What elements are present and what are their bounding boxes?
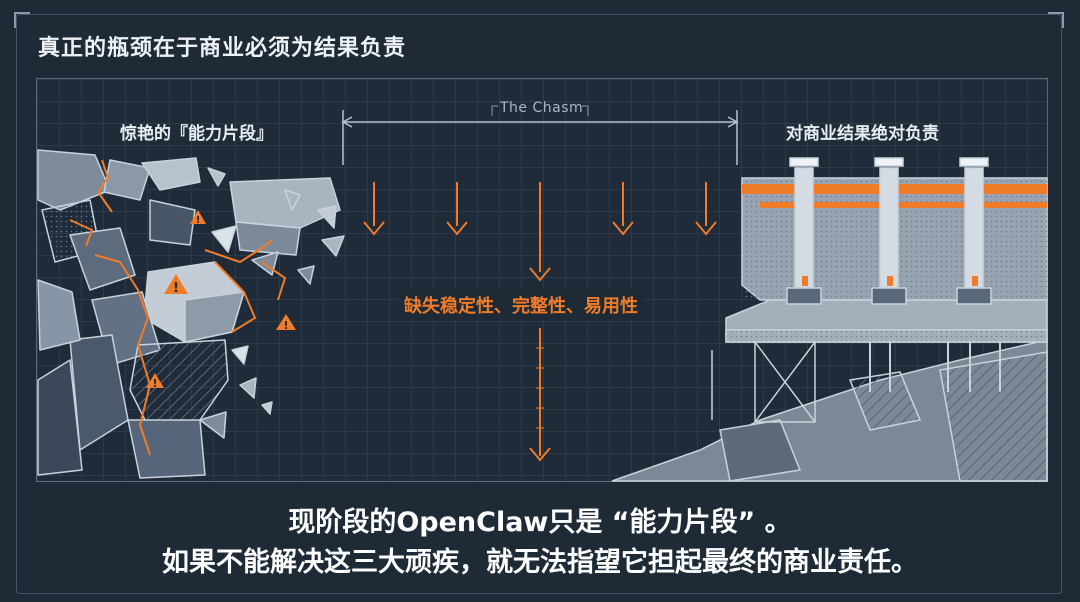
svg-text:!: ! [152, 377, 157, 390]
shattered-fragments [37, 149, 345, 479]
down-arrow-icon [695, 181, 717, 235]
solid-structure [611, 157, 1048, 482]
corner-mark [14, 12, 30, 28]
right-label: 对商业结果绝对负责 [786, 124, 939, 144]
corner-mark [1048, 12, 1064, 28]
caption-line-1: 现阶段的OpenClaw只是 “能力片段” 。 [288, 507, 792, 538]
down-arrow-icon [529, 328, 551, 462]
down-arrow-icon [363, 181, 385, 235]
down-arrow-icon [446, 181, 468, 235]
missing-qualities-label: 缺失稳定性、完整性、易用性 [398, 290, 644, 320]
caption-line-2: 如果不能解决这三大顽疾，就无法指望它担起最终的商业责任。 [162, 547, 918, 578]
glowing-cracks [69, 159, 287, 456]
svg-text:!: ! [283, 319, 288, 332]
svg-text:!: ! [196, 215, 201, 226]
svg-text:!: ! [173, 281, 179, 296]
chasm-dimension-line [341, 110, 739, 165]
page-title: 真正的瓶颈在于商业必须为结果负责 [38, 36, 407, 61]
down-arrow-icon [529, 182, 551, 282]
outer-frame [16, 14, 1062, 594]
chasm-label-bracket [491, 105, 589, 116]
falling-arrows [363, 181, 717, 462]
warning-icon: ! ! ! ! [146, 210, 296, 390]
down-arrow-icon [612, 181, 634, 235]
left-label: 惊艳的『能力片段』 [120, 124, 273, 144]
chasm-label: The Chasm [500, 100, 584, 116]
